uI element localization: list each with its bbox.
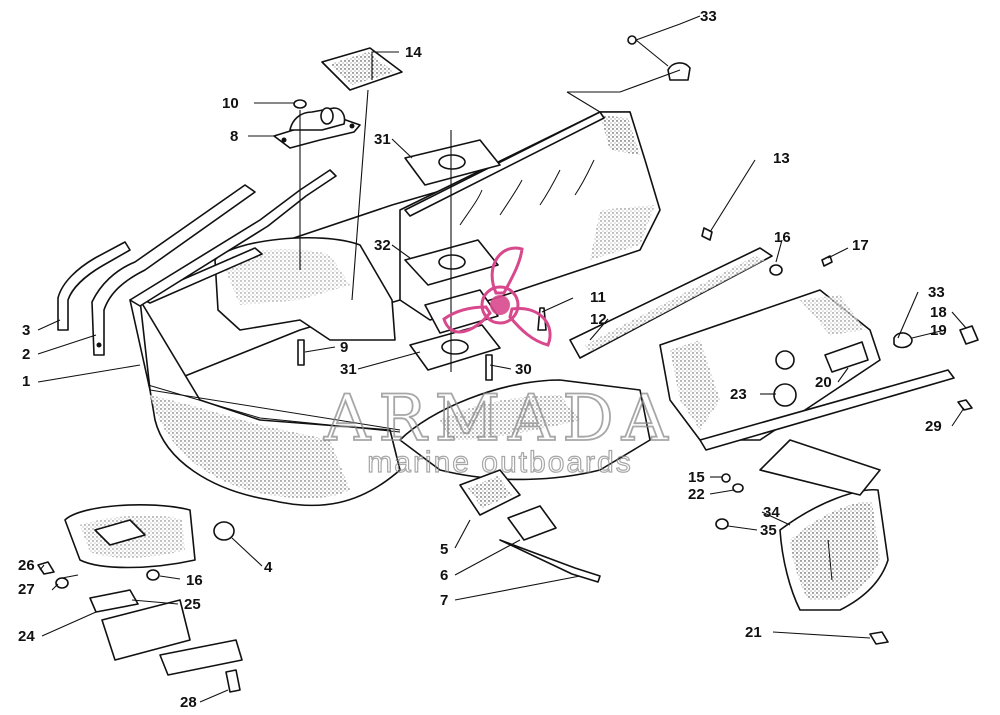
- callout-26: 26: [18, 557, 35, 574]
- callout-22: 22: [688, 486, 705, 503]
- callout-13: 13: [773, 150, 790, 167]
- rail-part-29: [699, 369, 955, 451]
- propeller-logo-icon: [442, 246, 552, 347]
- bolt-part-13: [701, 227, 713, 241]
- callout-29: 29: [925, 418, 942, 435]
- washer-part-27: [55, 577, 69, 589]
- screw-part-26: [37, 561, 55, 575]
- callout-19: 19: [930, 322, 947, 339]
- watermark-title: ARMADA: [323, 382, 676, 456]
- callout-16-right: 16: [774, 229, 791, 246]
- callout-32: 32: [374, 237, 391, 254]
- bracket-part-25: [89, 589, 139, 613]
- callout-17: 17: [852, 237, 869, 254]
- callouts: 1 2 3 4 5 6 7 8 9 10 11 12 13 14 15 16 1…: [18, 8, 947, 711]
- bracket-part-24: [101, 599, 191, 661]
- callout-9: 9: [340, 339, 348, 356]
- watermark-subtitle: marine outboards: [367, 446, 632, 479]
- duct-part-5: [459, 469, 521, 516]
- callout-5: 5: [440, 541, 448, 558]
- callout-21: 21: [745, 624, 762, 641]
- nut-part-35: [715, 518, 729, 530]
- belly-pan-part-1: [129, 111, 881, 507]
- nut-part-16-right: [769, 264, 783, 276]
- callout-6: 6: [440, 567, 448, 584]
- grommet-part-4: [213, 521, 235, 541]
- cover-plate-part-14: [321, 47, 403, 91]
- callout-28: 28: [180, 694, 197, 711]
- callout-15: 15: [688, 469, 705, 486]
- callout-30: 30: [515, 361, 532, 378]
- plate-part-31-upper: [404, 139, 501, 186]
- strip-part-12: [569, 247, 773, 359]
- bracket-part-8: [273, 107, 361, 149]
- watermark: ARMADA marine outboards: [322, 246, 676, 480]
- bracket-part-28: [159, 639, 243, 676]
- cable-part-7: [499, 539, 601, 583]
- bracket-part-33-top: [667, 62, 691, 81]
- clip-part-18: [959, 325, 979, 345]
- callout-35: 35: [760, 522, 777, 539]
- screw-part-33-top: [627, 35, 637, 45]
- callout-20: 20: [815, 374, 832, 391]
- callout-10: 10: [222, 95, 239, 112]
- bolt-part-30: [485, 354, 493, 381]
- lens-part-19: [893, 332, 913, 349]
- callout-8: 8: [230, 128, 238, 145]
- rail-part-2: [91, 184, 256, 356]
- callout-31-bottom: 31: [340, 361, 357, 378]
- guard-assembly: [64, 504, 196, 569]
- callout-14: 14: [405, 44, 422, 61]
- callout-11: 11: [590, 289, 606, 306]
- callout-25: 25: [184, 596, 201, 613]
- washer-part-22: [732, 483, 744, 493]
- callout-34: 34: [763, 504, 780, 521]
- callout-23: 23: [730, 386, 747, 403]
- callout-33-top: 33: [700, 8, 717, 25]
- nut-part-16-left: [146, 569, 160, 581]
- mud-flap-part-34: [779, 489, 889, 611]
- screw-part-21: [869, 631, 889, 645]
- callout-33-right: 33: [928, 284, 945, 301]
- screw-part-29: [957, 399, 973, 411]
- long-rail: [129, 169, 337, 307]
- tail-light-part-20: [824, 341, 869, 373]
- callout-2: 2: [22, 346, 30, 363]
- rail-part-34: [759, 439, 881, 496]
- screw-part-17: [821, 255, 833, 267]
- washer-part-10: [293, 99, 307, 109]
- rail-part-3: [57, 241, 131, 331]
- callout-1: 1: [22, 373, 30, 390]
- callout-7: 7: [440, 592, 448, 609]
- callout-4: 4: [264, 559, 273, 576]
- callout-12: 12: [590, 311, 607, 328]
- callout-31-top: 31: [374, 131, 391, 148]
- bolt-part-9: [297, 339, 305, 366]
- callout-18: 18: [930, 304, 947, 321]
- screw-part-15: [721, 473, 731, 483]
- screw-part-28: [225, 669, 241, 693]
- callout-27: 27: [18, 581, 35, 598]
- callout-3: 3: [22, 322, 30, 339]
- callout-16-left: 16: [186, 572, 203, 589]
- callout-24: 24: [18, 628, 35, 645]
- leader-lines: [37, 15, 967, 703]
- gasket-part-6: [507, 505, 557, 541]
